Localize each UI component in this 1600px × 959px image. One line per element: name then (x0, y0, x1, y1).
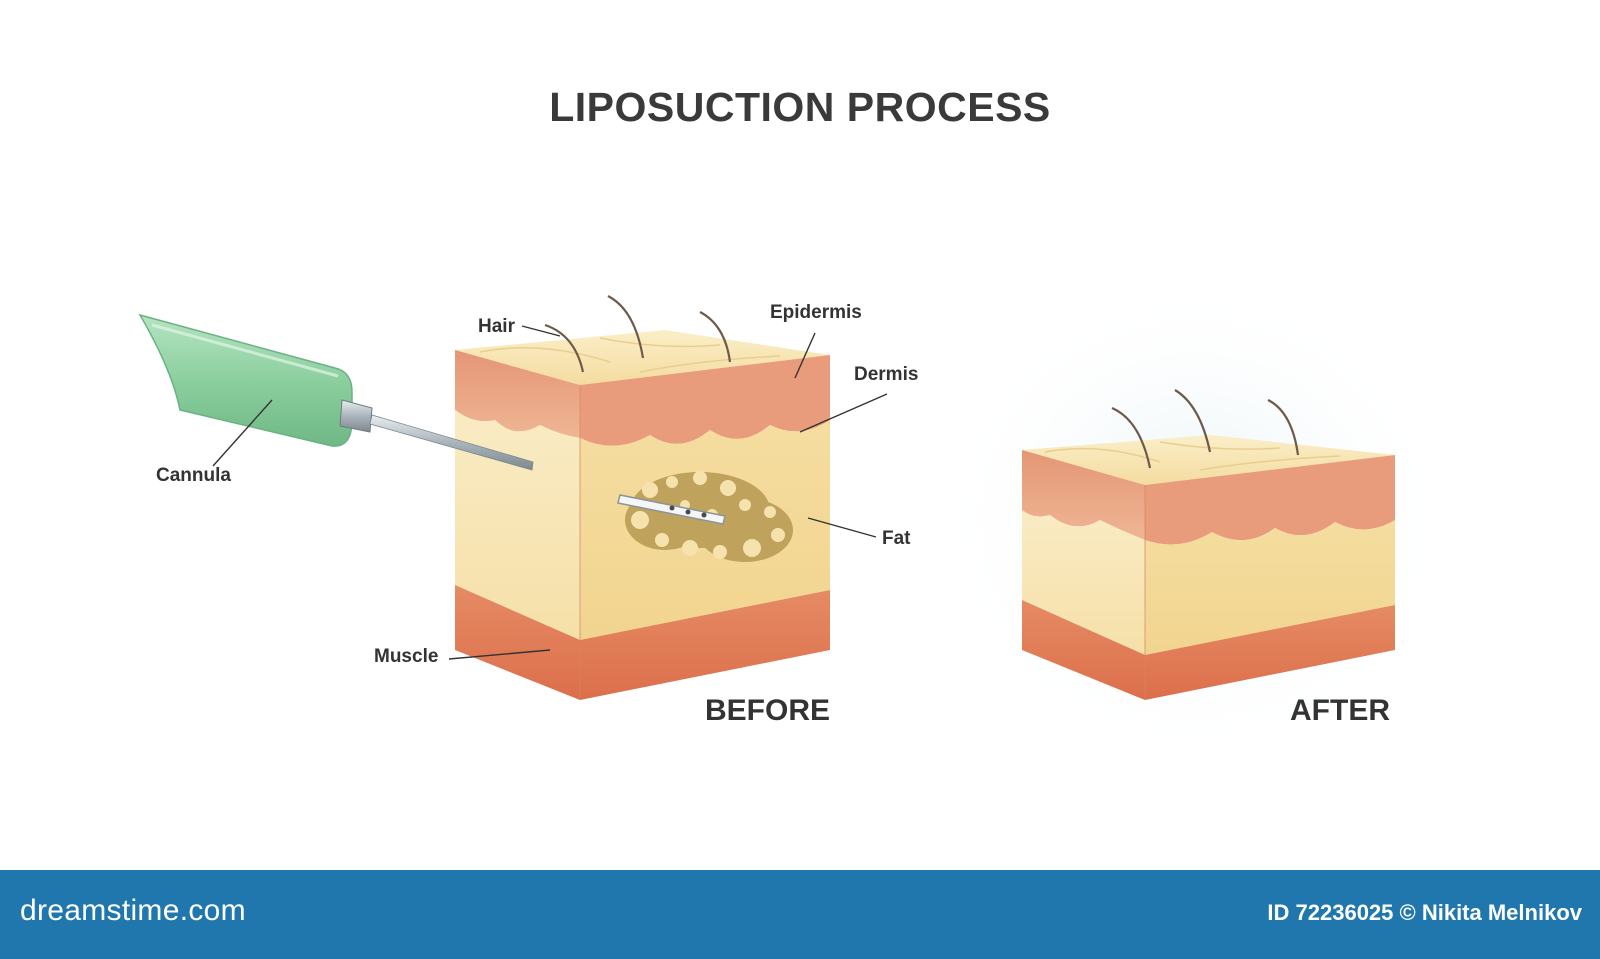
before-left-fat (455, 410, 580, 640)
footer-bar: dreamstime.com ID 72236025 © Nikita Meln… (0, 870, 1600, 959)
before-left-dermis (455, 350, 580, 438)
cannula-tip (617, 494, 726, 525)
brand-logo[interactable]: dreamstime.com (20, 894, 246, 927)
cannula-needle (369, 414, 534, 471)
before-skin-block (455, 295, 830, 700)
page-title: LIPOSUCTION PROCESS (549, 84, 1051, 130)
caption-after: AFTER (1290, 694, 1390, 727)
leader-lines (212, 325, 888, 660)
before-front-muscle (580, 590, 830, 700)
cannula-connector (339, 399, 373, 433)
after-skin-block (1022, 389, 1395, 700)
label-hair: Hair (478, 316, 515, 337)
liposuction-diagram (138, 280, 1455, 760)
label-muscle: Muscle (374, 646, 439, 667)
caption-before: BEFORE (705, 694, 831, 727)
before-front-dermis (580, 355, 830, 446)
cannula (138, 313, 534, 471)
label-epidermis: Epidermis (770, 302, 862, 323)
label-cannula: Cannula (156, 465, 231, 486)
image-credit: ID 72236025 © Nikita Melnikov (1267, 900, 1582, 925)
label-dermis: Dermis (854, 364, 919, 385)
label-fat: Fat (882, 528, 911, 549)
after-hairs (1111, 389, 1300, 469)
cannula-handle (138, 313, 353, 447)
before-hairs (544, 295, 732, 373)
before-left-muscle (455, 585, 580, 700)
after-top-surface (1022, 435, 1395, 485)
